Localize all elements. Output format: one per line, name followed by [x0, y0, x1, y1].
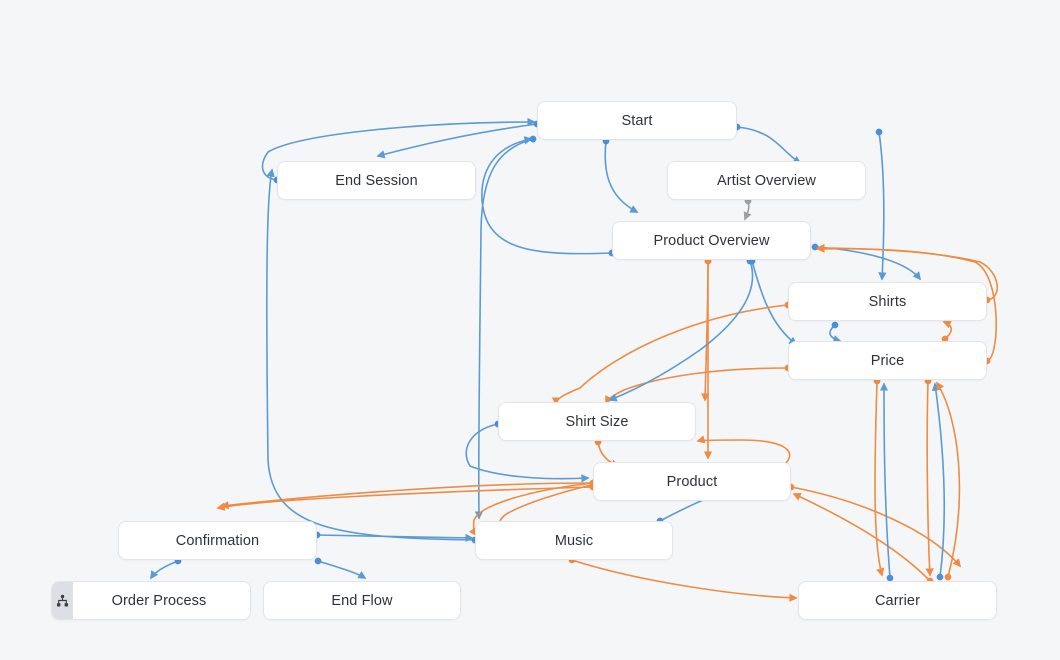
node-product-overview[interactable]: Product Overview	[612, 221, 811, 260]
edge-price-to-shirt-size[interactable]	[605, 364, 792, 405]
node-label-start: Start	[621, 112, 653, 129]
edge-carrier-to-product[interactable]	[792, 493, 934, 585]
edge-start-to-product-overview[interactable]	[602, 137, 639, 213]
node-label-shirt-size: Shirt Size	[565, 413, 629, 430]
edge-product-overview-to-start[interactable]	[481, 136, 616, 257]
edge-confirmation-to-end-flow[interactable]	[314, 557, 367, 579]
edge-carrier-to-price[interactable]	[931, 382, 946, 581]
node-end-flow[interactable]: End Flow	[263, 581, 461, 620]
edge-carrier-to-price[interactable]	[879, 382, 894, 582]
edge-shirts-to-shirt-size[interactable]	[551, 301, 792, 406]
node-music[interactable]: Music	[475, 521, 673, 560]
edge-price-to-shirts[interactable]	[941, 320, 953, 343]
node-shirts[interactable]: Shirts	[788, 282, 987, 321]
node-label-confirmation: Confirmation	[175, 532, 260, 549]
node-label-music: Music	[554, 532, 594, 549]
node-label-end-session: End Session	[335, 172, 418, 189]
edge-product-overview-to-shirts[interactable]	[811, 243, 922, 281]
node-label-carrier: Carrier	[874, 592, 920, 609]
node-label-order-process: Order Process	[111, 592, 207, 609]
edge-artist-overview-to-product-overview[interactable]	[743, 197, 752, 221]
edge-product-to-carrier[interactable]	[787, 483, 962, 568]
edge-music-to-carrier[interactable]	[568, 556, 798, 602]
edge-product-overview-to-shirt-size[interactable]	[701, 257, 712, 402]
node-carrier[interactable]: Carrier	[798, 581, 997, 620]
node-confirmation[interactable]: Confirmation	[118, 521, 317, 560]
node-label-price: Price	[870, 352, 905, 369]
edge-price-to-carrier[interactable]	[873, 377, 885, 577]
node-start[interactable]: Start	[537, 101, 737, 140]
edge-product-to-confirmation[interactable]	[220, 479, 597, 510]
edge-shirts-to-price[interactable]	[829, 321, 842, 344]
edge-start-to-artist-overview[interactable]	[733, 123, 802, 164]
edge-start-to-music[interactable]	[474, 135, 537, 520]
edge-price-to-carrier[interactable]	[924, 377, 934, 577]
node-shirt-size[interactable]: Shirt Size	[498, 402, 696, 441]
edge-music-to-end-session[interactable]	[266, 168, 479, 544]
edge-confirmation-to-music[interactable]	[313, 531, 474, 543]
node-label-product: Product	[666, 473, 718, 490]
node-label-end-flow: End Flow	[331, 592, 393, 609]
edge-start-to-end-session[interactable]	[376, 120, 541, 159]
node-label-product-overview: Product Overview	[653, 232, 770, 249]
edge-carrier-to-price[interactable]	[936, 381, 961, 581]
node-artist-overview[interactable]: Artist Overview	[667, 161, 866, 200]
edge-product-overview-to-shirt-size[interactable]	[608, 257, 754, 402]
node-end-session[interactable]: End Session	[277, 161, 476, 200]
hierarchy-icon	[52, 582, 73, 619]
node-price[interactable]: Price	[788, 341, 987, 380]
edge-product-to-music[interactable]	[216, 483, 597, 511]
node-product[interactable]: Product	[593, 462, 791, 501]
node-order-process[interactable]: Order Process	[51, 581, 251, 620]
node-label-shirts: Shirts	[868, 293, 907, 310]
edge-confirmation-to-order-process[interactable]	[150, 557, 182, 580]
node-label-artist-overview: Artist Overview	[717, 172, 816, 189]
edge-start-to-shirts[interactable]	[875, 128, 887, 281]
